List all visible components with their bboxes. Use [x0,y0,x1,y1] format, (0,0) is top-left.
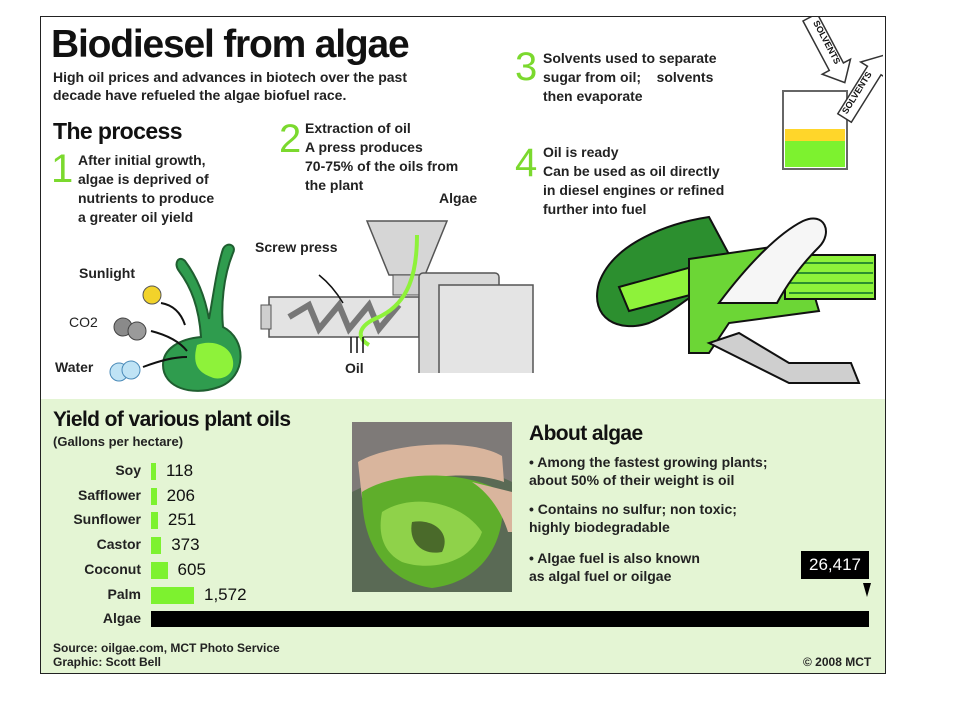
step-3-line: Solvents used to separate [543,50,717,66]
bar-value-label: 605 [177,559,206,579]
about-bullet-line: as algal fuel or oilgae [529,568,672,585]
about-heading: About algae [529,422,643,445]
press-nozzle-icon [260,304,272,330]
bar-category-label: Castor [96,536,141,553]
co2-label: CO2 [69,314,98,330]
step-2-line: the plant [305,177,364,194]
bar-algae [151,611,869,628]
step-2-line: 70-75% of the oils from [305,158,459,175]
sunlight-label: Sunlight [79,265,135,281]
about-bullet-line: about 50% of their weight is oil [529,472,735,489]
about-bullet-line: highly biodegradable [529,519,670,536]
sugar-layer-icon [785,141,845,167]
step-4-number: 4 [515,141,538,185]
step-1-text: After initial growth, algae is deprived … [78,151,214,227]
step-4-line: in diesel engines or refined [543,182,725,199]
step-3-number: 3 [515,45,538,89]
oil-layer-icon [785,129,845,141]
page-title: Biodiesel from algae [51,23,410,66]
chart-subtitle: (Gallons per hectare) [53,434,184,449]
bar-category-label: Coconut [84,560,141,577]
copyright: © 2008 MCT [803,655,872,669]
screw-thread-icon [287,299,402,335]
callout-pointer [863,583,871,597]
algae-cell-illustration [109,243,242,392]
co2-molecule-icon [127,321,147,341]
algae-photo [352,422,512,592]
bar-value-label: 206 [166,485,195,505]
algae-flow-icon [358,234,419,347]
screw-press-label: Screw press [255,239,338,255]
algae-value-callout: 26,417 [801,551,869,579]
step-4-line: Can be used as oil directly [543,163,720,180]
step-1-number: 1 [51,147,74,191]
bar-category-label: Soy [115,462,141,478]
step-1-line: a greater oil yield [78,209,194,226]
arrow-icon [318,274,344,304]
bar-sunflower [151,512,158,530]
oil-drip-icon [350,337,364,353]
step-2-text: Extraction of oil A press produces 70-75… [305,119,458,195]
water-droplet-icon [121,360,141,380]
subtitle-line-2: decade have refueled the algae biofuel r… [53,87,347,103]
fuel-nozzle-illustration [596,215,876,384]
about-bullet: • Algae fuel is also known as algal fuel… [529,549,700,585]
step-2-number: 2 [279,117,302,161]
step-1-line: algae is deprived of [78,171,209,188]
water-label: Water [55,359,94,375]
subtitle-line-1: High oil prices and advances in biotech … [53,69,407,85]
arrow-icon [150,330,188,352]
step-4-line: further into fuel [543,201,647,218]
bar-category-label: Sunflower [73,511,141,528]
bar-coconut [151,561,168,579]
step-1-line: After initial growth, [78,152,206,168]
algae-input-label: Algae [439,190,478,206]
about-bullet-line: • Algae fuel is also known [529,550,700,566]
bar-castor [151,537,162,555]
sun-icon [142,285,162,305]
bar-category-label: Safflower [77,486,141,503]
step-2-line: A press produces [305,139,423,156]
about-bullet: • Contains no sulfur; non toxic; highly … [529,500,737,536]
grip-ridges-icon [789,262,873,294]
bar-category-label: Algae [102,610,141,627]
about-bullet-line: • Contains no sulfur; non toxic; [529,501,737,517]
about-bullet-line: • Among the fastest growing plants; [529,454,768,470]
algae-photo-image [352,422,512,592]
step-1-line: nutrients to produce [78,190,215,207]
oil-output-label: Oil [345,360,364,376]
arrow-icon [160,302,186,326]
process-heading: The process [53,118,183,144]
press-motor-icon [438,284,534,373]
step-3-line: sugar from oil; solvents [543,69,714,86]
step-4-text: Oil is ready Can be used as oil directly… [543,143,724,219]
graphic-credit: Graphic: Scott Bell [53,655,162,669]
arrow-icon [142,356,188,368]
bar-palm [151,586,194,604]
step-3-line: then evaporate [543,88,643,105]
step-4-line: Oil is ready [543,144,619,160]
about-bullet: • Among the fastest growing plants; abou… [529,453,768,489]
chart-title: Yield of various plant oils [53,408,291,431]
bar-value-label: 373 [171,535,200,555]
beaker-illustration: SOLVENTS SOLVENTS [782,17,883,170]
algae-oil-blob-icon [195,342,234,379]
step-2-line: Extraction of oil [305,120,411,136]
bar-soy [151,463,156,480]
bar-value-label: 1,572 [204,584,247,604]
bar-value-label: 118 [166,461,194,480]
screw-press-illustration [260,220,534,373]
hand-icon [716,217,827,304]
bar-value-label: 251 [167,510,197,530]
infographic-frame: Biodiesel from algae High oil prices and… [40,16,886,674]
bar-category-label: Palm [107,585,141,602]
step-3-text: Solvents used to separate sugar from oil… [543,49,717,106]
source-credit: Source: oilgae.com, MCT Photo Service [53,641,280,655]
nozzle-lever-icon [706,331,861,384]
bar-safflower [151,487,157,505]
